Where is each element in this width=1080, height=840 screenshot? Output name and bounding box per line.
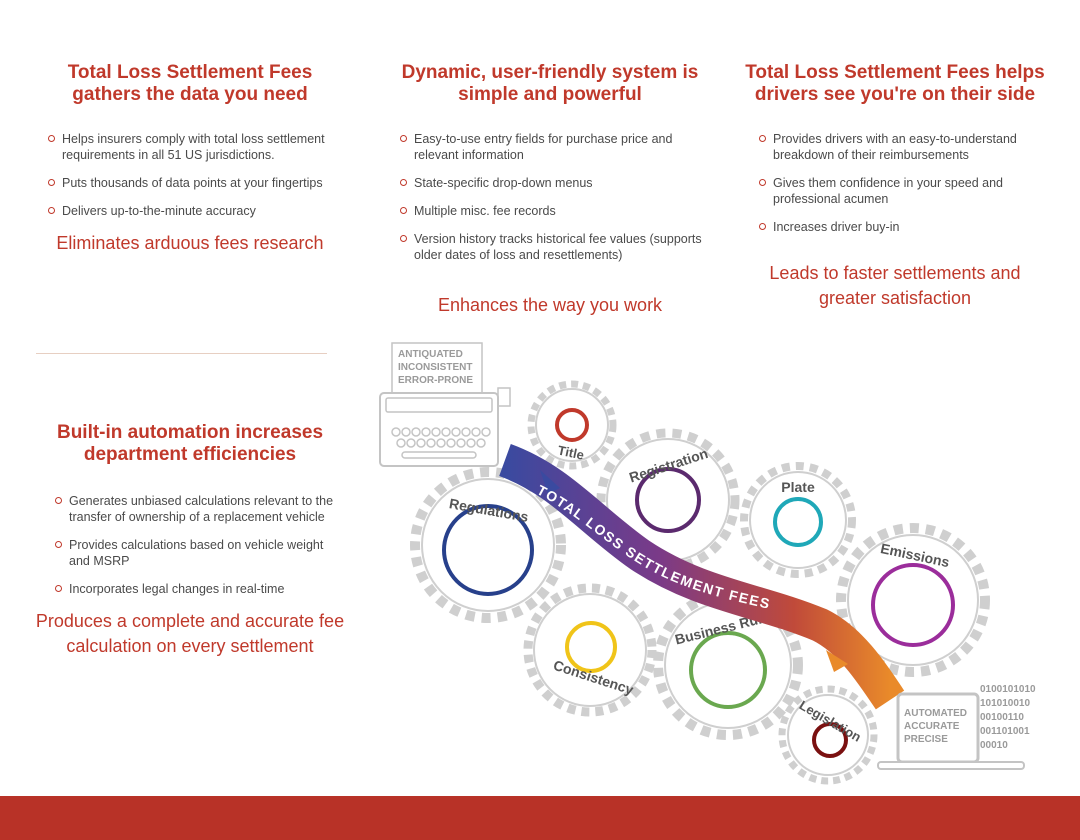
list-item: Puts thousands of data points at your fi… (46, 175, 340, 191)
ribbon-arrow-end (826, 650, 848, 672)
typewriter-icon: ANTIQUATED INCONSISTENT ERROR-PRONE (379, 342, 511, 467)
gear-title: Title (527, 380, 617, 470)
gear-consistency-ring (565, 621, 617, 673)
laptop-line-3: PRECISE (904, 734, 948, 745)
list-item: Delivers up-to-the-minute accuracy (46, 203, 340, 219)
tagline-data-gathering: Eliminates arduous fees research (56, 233, 324, 253)
bullet-list: Generates unbiased calculations relevant… (53, 493, 343, 597)
bullet-list: Helps insurers comply with total loss se… (46, 131, 340, 219)
gear-emissions: Emissions (836, 523, 990, 677)
gear-regulations: Regulations (410, 467, 566, 623)
gear-plate-label: Plate (781, 479, 815, 495)
gear-legislation-ring (812, 722, 848, 758)
tagline-automation: Produces a complete and accurate fee cal… (35, 611, 345, 656)
gear-legislation: Legislation (778, 685, 878, 785)
heading-data-gathering: Total Loss Settlement Fees gathers the d… (67, 62, 313, 105)
list-item: Easy-to-use entry fields for purchase pr… (398, 131, 710, 163)
heading-automation: Built-in automation increases department… (56, 422, 324, 465)
gear-emissions-ring (871, 563, 955, 647)
list-item: Helps insurers comply with total loss se… (46, 131, 340, 163)
gear-plate-ring (773, 497, 823, 547)
typewriter-line-2: INCONSISTENT (398, 362, 472, 373)
gear-registration-ring (635, 467, 701, 533)
laptop-line-2: ACCURATE (904, 721, 960, 732)
gear-plate: Plate (740, 462, 856, 578)
tagline-user-friendly: Enhances the way you work (437, 295, 663, 315)
binary-line-2: 101010010 (980, 698, 1030, 709)
column-user-friendly: Dynamic, user-friendly system is simple … (390, 62, 710, 318)
gear-consistency: Consistency (523, 583, 657, 717)
list-item: Incorporates legal changes in real-time (53, 581, 343, 597)
bullet-list: Provides drivers with an easy-to-underst… (757, 131, 1045, 235)
tagline-driver-side: Leads to faster settlements and greater … (769, 263, 1021, 308)
section-divider (36, 353, 327, 354)
typewriter-line-3: ERROR-PRONE (398, 375, 473, 386)
list-item: Multiple misc. fee records (398, 203, 710, 219)
list-item: Provides calculations based on vehicle w… (53, 537, 343, 569)
column-data-gathering: Total Loss Settlement Fees gathers the d… (40, 62, 340, 256)
binary-line-4: 001101001 (980, 726, 1030, 737)
column-driver-side: Total Loss Settlement Fees helps drivers… (745, 62, 1045, 311)
laptop-line-1: AUTOMATED (904, 708, 967, 719)
laptop-icon: AUTOMATED ACCURATE PRECISE (877, 692, 1025, 770)
binary-line-1: 0100101010 (980, 684, 1036, 695)
gear-regulations-ring (442, 504, 534, 596)
column-automation: Built-in automation increases department… (35, 422, 345, 659)
list-item: Generates unbiased calculations relevant… (53, 493, 343, 525)
gear-business-rules-ring (689, 631, 767, 709)
footer-bar (0, 796, 1080, 840)
heading-user-friendly: Dynamic, user-friendly system is simple … (401, 62, 699, 105)
bullet-list: Easy-to-use entry fields for purchase pr… (398, 131, 710, 263)
gear-title-label: Title (556, 443, 585, 463)
binary-line-5: 00010 (980, 740, 1008, 751)
list-item: State-specific drop-down menus (398, 175, 710, 191)
heading-driver-side: Total Loss Settlement Fees helps drivers… (745, 62, 1045, 105)
binary-readout: 0100101010 101010010 00100110 001101001 … (980, 684, 1036, 751)
typewriter-keys (391, 427, 491, 448)
gear-title-ring (555, 408, 589, 442)
list-item: Increases driver buy-in (757, 219, 1045, 235)
ribbon-arrow-start (540, 470, 560, 494)
binary-line-3: 00100110 (980, 712, 1024, 723)
list-item: Provides drivers with an easy-to-underst… (757, 131, 1045, 163)
list-item: Gives them confidence in your speed and … (757, 175, 1045, 207)
list-item: Version history tracks historical fee va… (398, 231, 710, 263)
typewriter-line-1: ANTIQUATED (398, 349, 463, 360)
